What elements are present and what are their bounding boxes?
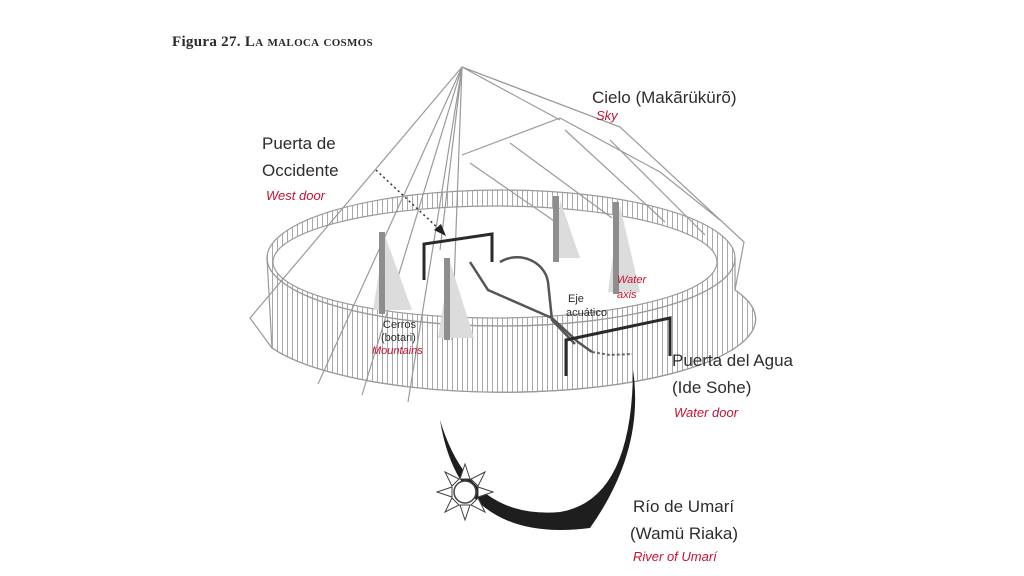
label-puerta-occidente-2: Occidente	[262, 161, 339, 180]
label-cerros-2: (botari)	[381, 332, 416, 344]
label-puerta-occidente-1: Puerta de	[262, 134, 336, 153]
label-rio-2: (Wamü Riaka)	[630, 524, 738, 543]
mountain-posts	[373, 196, 640, 340]
maloca-roof	[249, 66, 757, 403]
label-mountains: Mountains	[372, 345, 423, 357]
label-eje-1: Eje	[568, 293, 584, 305]
figure-title: Figura 27. La maloca cosmos	[172, 34, 373, 50]
label-water-axis-1: Water	[617, 274, 647, 286]
label-cielo: Cielo (Makãrükürõ)	[592, 88, 737, 107]
label-river-umari: River of Umarí	[633, 549, 718, 564]
label-water-door: Water door	[674, 405, 739, 420]
label-cerros-1: Cerros	[383, 319, 417, 331]
label-rio-1: Río de Umarí	[633, 497, 734, 516]
water-axis-paths	[422, 232, 672, 376]
label-eje-2: acuático	[566, 307, 607, 319]
sun-icon	[435, 462, 495, 522]
label-puerta-agua-1: Puerta del Agua	[672, 351, 794, 370]
label-water-axis-2: axis	[617, 289, 637, 301]
label-sky: Sky	[596, 108, 619, 123]
label-puerta-agua-2: (Ide Sohe)	[672, 378, 751, 397]
label-west-door: West door	[266, 188, 326, 203]
west-door-pointer	[375, 169, 446, 236]
